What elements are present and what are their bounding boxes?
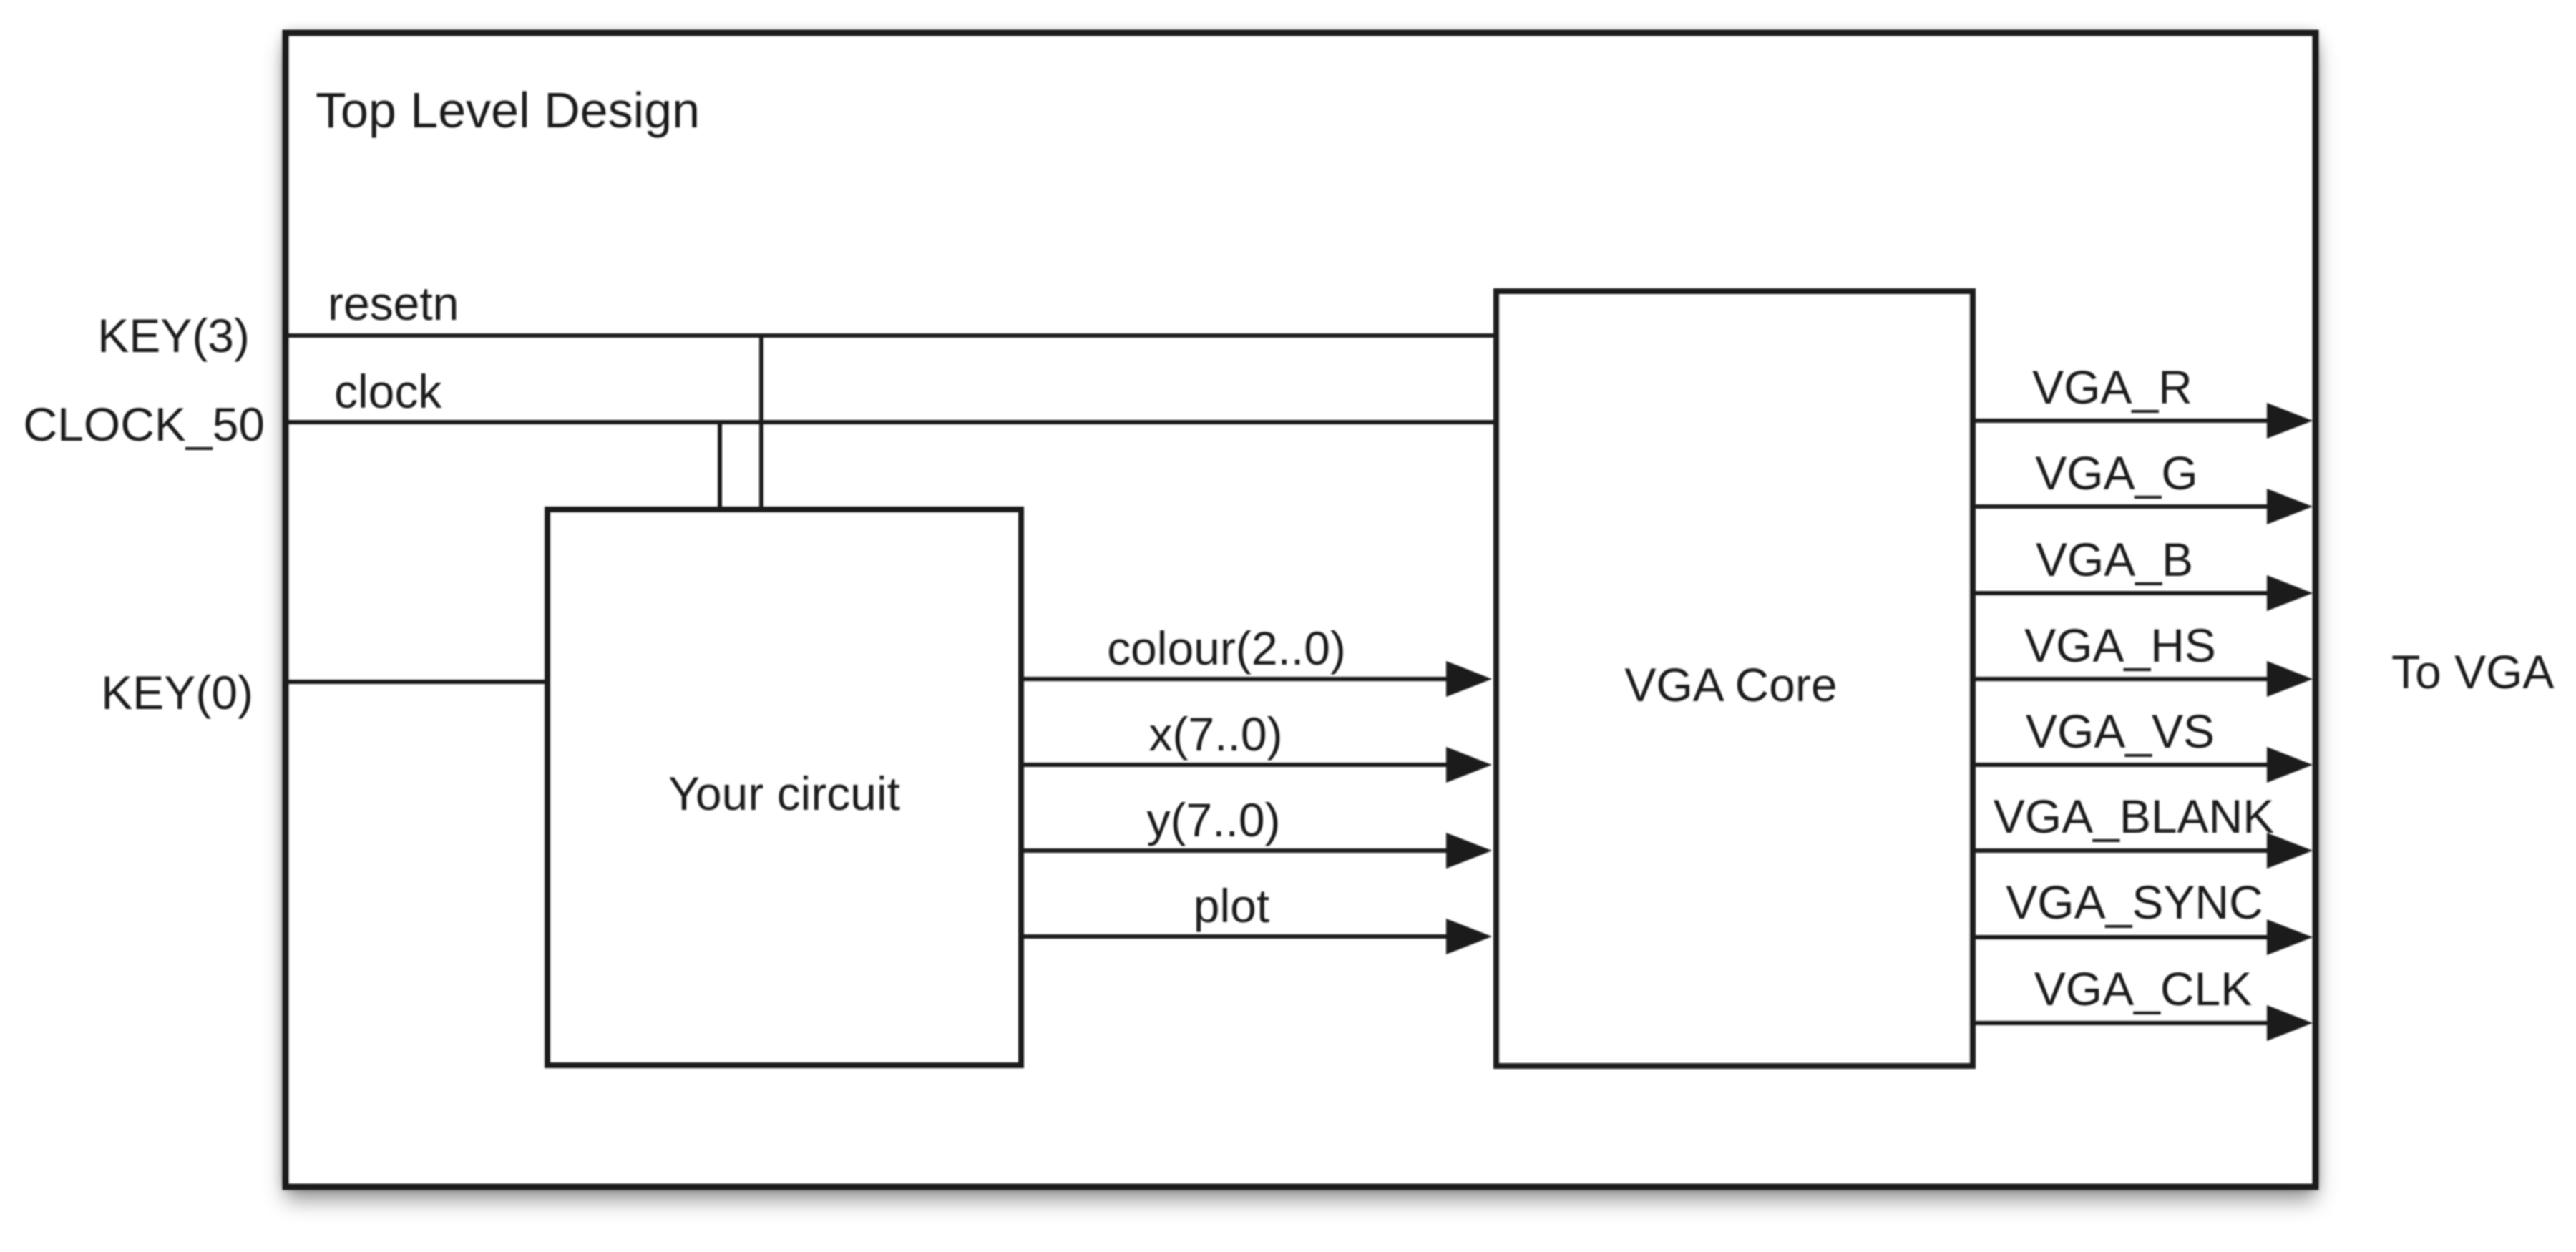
svg-text:To VGA: To VGA	[2391, 645, 2554, 698]
svg-text:CLOCK_50: CLOCK_50	[23, 398, 265, 451]
svg-text:VGA_R: VGA_R	[2032, 361, 2192, 414]
svg-text:resetn: resetn	[328, 277, 459, 330]
svg-text:clock: clock	[334, 365, 442, 418]
svg-text:VGA_BLANK: VGA_BLANK	[1994, 790, 2275, 843]
svg-text:KEY(3): KEY(3)	[97, 309, 250, 362]
svg-text:VGA Core: VGA Core	[1624, 658, 1837, 711]
svg-text:Top Level Design: Top Level Design	[316, 82, 700, 138]
svg-text:VGA_VS: VGA_VS	[2026, 705, 2215, 758]
svg-text:x(7..0): x(7..0)	[1148, 708, 1282, 761]
svg-text:VGA_B: VGA_B	[2036, 533, 2193, 586]
svg-text:VGA_SYNC: VGA_SYNC	[2006, 876, 2263, 929]
svg-text:Your circuit: Your circuit	[668, 767, 900, 820]
svg-text:KEY(0): KEY(0)	[101, 666, 253, 719]
svg-text:colour(2..0): colour(2..0)	[1107, 622, 1346, 675]
svg-text:y(7..0): y(7..0)	[1146, 793, 1280, 846]
svg-text:VGA_CLK: VGA_CLK	[2034, 962, 2252, 1015]
svg-text:VGA_G: VGA_G	[2035, 446, 2197, 499]
svg-text:VGA_HS: VGA_HS	[2024, 619, 2216, 672]
svg-text:plot: plot	[1194, 879, 1269, 932]
